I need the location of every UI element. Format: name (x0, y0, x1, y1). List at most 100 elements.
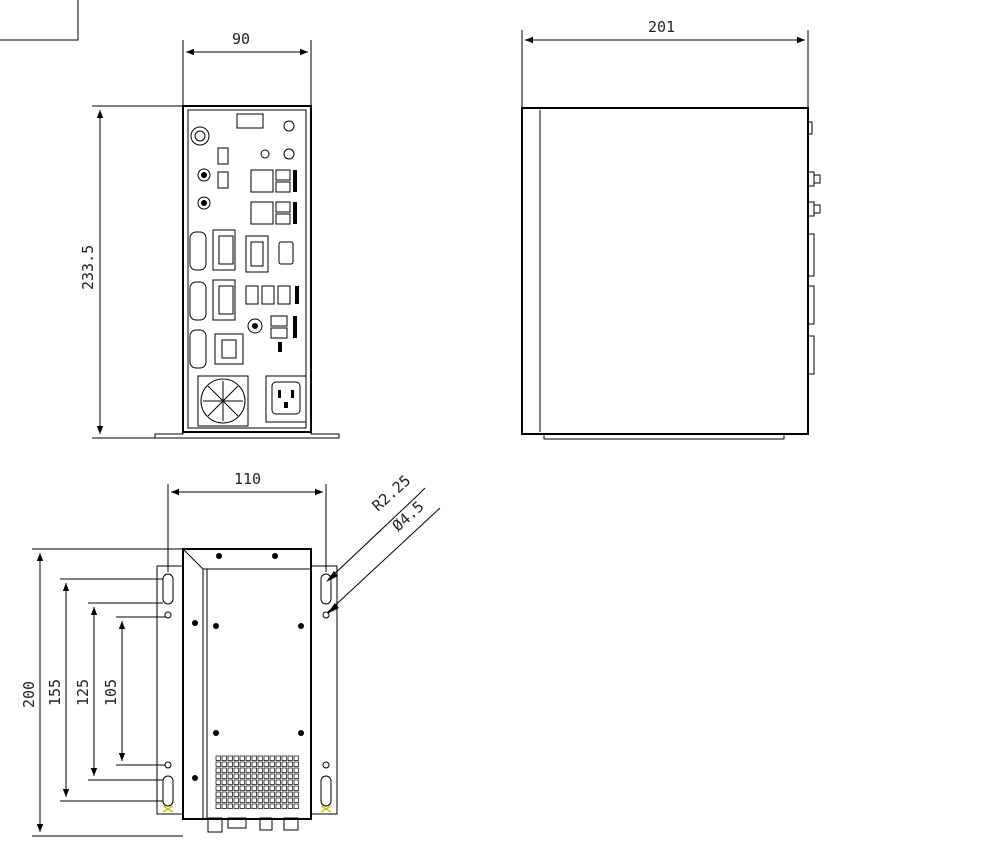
vent-hole (245, 779, 251, 785)
vent-hole (245, 767, 251, 773)
vent-hole (251, 761, 257, 767)
vent-hole (221, 791, 227, 797)
vent-hole (239, 773, 245, 779)
vent-hole (281, 761, 287, 767)
vent-hole (251, 767, 257, 773)
vent-hole (251, 773, 257, 779)
usb-ports (245, 285, 299, 352)
vent-hole (227, 767, 233, 773)
vent-hole (245, 761, 251, 767)
vent-hole (269, 779, 275, 785)
vent-hole (245, 791, 251, 797)
vent-hole (263, 773, 269, 779)
vent-hole (233, 767, 239, 773)
vent-hole (251, 755, 257, 761)
serial-ports (189, 229, 244, 369)
vent-hole (293, 791, 299, 797)
vent-hole (293, 797, 299, 803)
vent-hole (275, 767, 281, 773)
vent-hole (281, 767, 287, 773)
vent-hole (257, 803, 263, 809)
vent-hole (245, 785, 251, 791)
vent-hole (293, 767, 299, 773)
vent-hole (269, 791, 275, 797)
vent-hole (221, 767, 227, 773)
vent-hole (215, 803, 221, 809)
vent-hole (215, 791, 221, 797)
vent-hole (233, 785, 239, 791)
vent-hole (251, 791, 257, 797)
length-label-105: 105 (102, 679, 120, 706)
vent-hole (257, 773, 263, 779)
vent-hole (281, 773, 287, 779)
vent-hole (251, 785, 257, 791)
vent-hole (287, 767, 293, 773)
vent-grid (215, 755, 299, 809)
vent-hole (269, 755, 275, 761)
vent-hole (281, 791, 287, 797)
vent-hole (221, 755, 227, 761)
vent-hole (233, 755, 239, 761)
vent-hole (227, 803, 233, 809)
vent-hole (275, 779, 281, 785)
vent-hole (227, 773, 233, 779)
vent-hole (263, 779, 269, 785)
vent-hole (227, 791, 233, 797)
side-view: 201 (521, 18, 821, 440)
vent-hole (221, 779, 227, 785)
hole-diameter-label: Ø4.5 (389, 497, 428, 535)
vent-hole (251, 797, 257, 803)
vent-hole (281, 755, 287, 761)
vent-hole (227, 755, 233, 761)
bottom-view: 110 200 (20, 470, 441, 837)
vent-hole (281, 785, 287, 791)
vent-hole (293, 773, 299, 779)
vent-hole (293, 785, 299, 791)
vent-hole (233, 803, 239, 809)
power-inlet (265, 375, 307, 423)
vent-hole (257, 755, 263, 761)
side-depth-label: 201 (648, 18, 675, 36)
title-block-corner (0, 0, 79, 41)
vent-hole (269, 773, 275, 779)
vent-hole (215, 761, 221, 767)
vent-hole (269, 761, 275, 767)
vent-hole (293, 803, 299, 809)
vent-hole (257, 779, 263, 785)
front-width-label: 90 (232, 30, 250, 48)
vent-hole (257, 785, 263, 791)
vent-hole (233, 797, 239, 803)
vent-hole (269, 785, 275, 791)
vent-hole (275, 797, 281, 803)
vent-hole (221, 785, 227, 791)
vent-hole (263, 767, 269, 773)
vent-hole (227, 779, 233, 785)
vent-hole (233, 791, 239, 797)
length-label-155: 155 (46, 679, 64, 706)
vent-hole (269, 797, 275, 803)
vent-hole (263, 761, 269, 767)
vent-hole (251, 803, 257, 809)
vent-hole (263, 797, 269, 803)
vent-hole (245, 755, 251, 761)
vent-hole (221, 797, 227, 803)
vent-hole (233, 761, 239, 767)
vent-hole (287, 773, 293, 779)
vent-hole (275, 773, 281, 779)
vent-hole (239, 785, 245, 791)
vent-hole (233, 773, 239, 779)
vent-hole (239, 767, 245, 773)
vent-hole (281, 779, 287, 785)
vent-hole (257, 767, 263, 773)
vent-hole (263, 755, 269, 761)
front-height-label: 233.5 (79, 245, 97, 290)
vent-hole (293, 755, 299, 761)
vent-hole (215, 773, 221, 779)
vent-hole (275, 761, 281, 767)
vent-hole (281, 797, 287, 803)
vent-hole (239, 803, 245, 809)
vent-hole (293, 779, 299, 785)
vent-hole (245, 773, 251, 779)
vent-hole (263, 803, 269, 809)
